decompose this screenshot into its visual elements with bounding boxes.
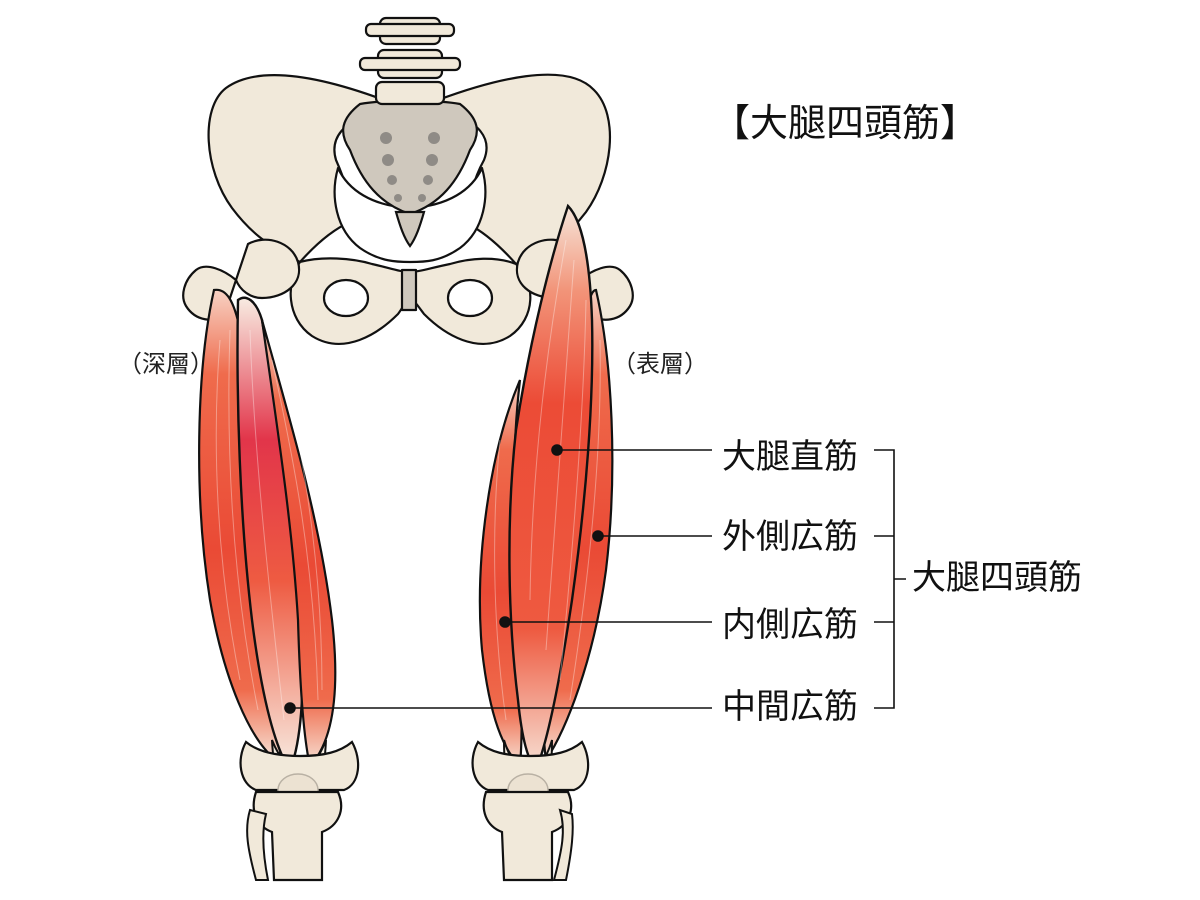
right-obturator xyxy=(446,278,494,318)
left-muscle-fibres xyxy=(215,329,323,721)
left-fibula xyxy=(246,808,270,881)
right-muscle-fibres xyxy=(494,239,601,721)
label-vastus-medialis: 内側広筋 xyxy=(722,605,858,645)
right-knee xyxy=(471,740,590,792)
sacral-foramina xyxy=(380,132,440,202)
label-vastus-intermedius: 中間広筋 xyxy=(722,687,858,727)
right-fibula xyxy=(552,808,574,881)
right-tibia xyxy=(482,790,573,882)
group-label-quadriceps: 大腿四頭筋 xyxy=(912,558,1082,598)
left-leg xyxy=(182,238,360,882)
left-knee xyxy=(239,740,360,792)
label-vastus-lateralis: 外側広筋 xyxy=(722,517,858,557)
right-leg xyxy=(471,203,634,882)
point-vastus-intermedius xyxy=(284,702,296,714)
point-vastus-lateralis xyxy=(592,530,604,542)
left-obturator xyxy=(322,278,370,318)
coccyx xyxy=(394,210,426,248)
leader-lines xyxy=(284,444,712,714)
layer-label-deep: （深層） xyxy=(118,350,214,378)
vertebra-3 xyxy=(374,80,446,106)
point-rectus-femoris xyxy=(551,444,563,456)
label-rectus-femoris: 大腿直筋 xyxy=(722,437,858,477)
left-tibia xyxy=(252,790,343,882)
point-vastus-medialis xyxy=(499,616,511,628)
group-bracket xyxy=(874,449,906,709)
sacrum xyxy=(342,99,478,248)
lumbar-vertebrae xyxy=(358,16,462,106)
diagram-title: 【大腿四頭筋】 xyxy=(712,101,979,145)
layer-label-surface: （表層） xyxy=(612,350,708,378)
pubic-symphysis xyxy=(400,268,418,312)
